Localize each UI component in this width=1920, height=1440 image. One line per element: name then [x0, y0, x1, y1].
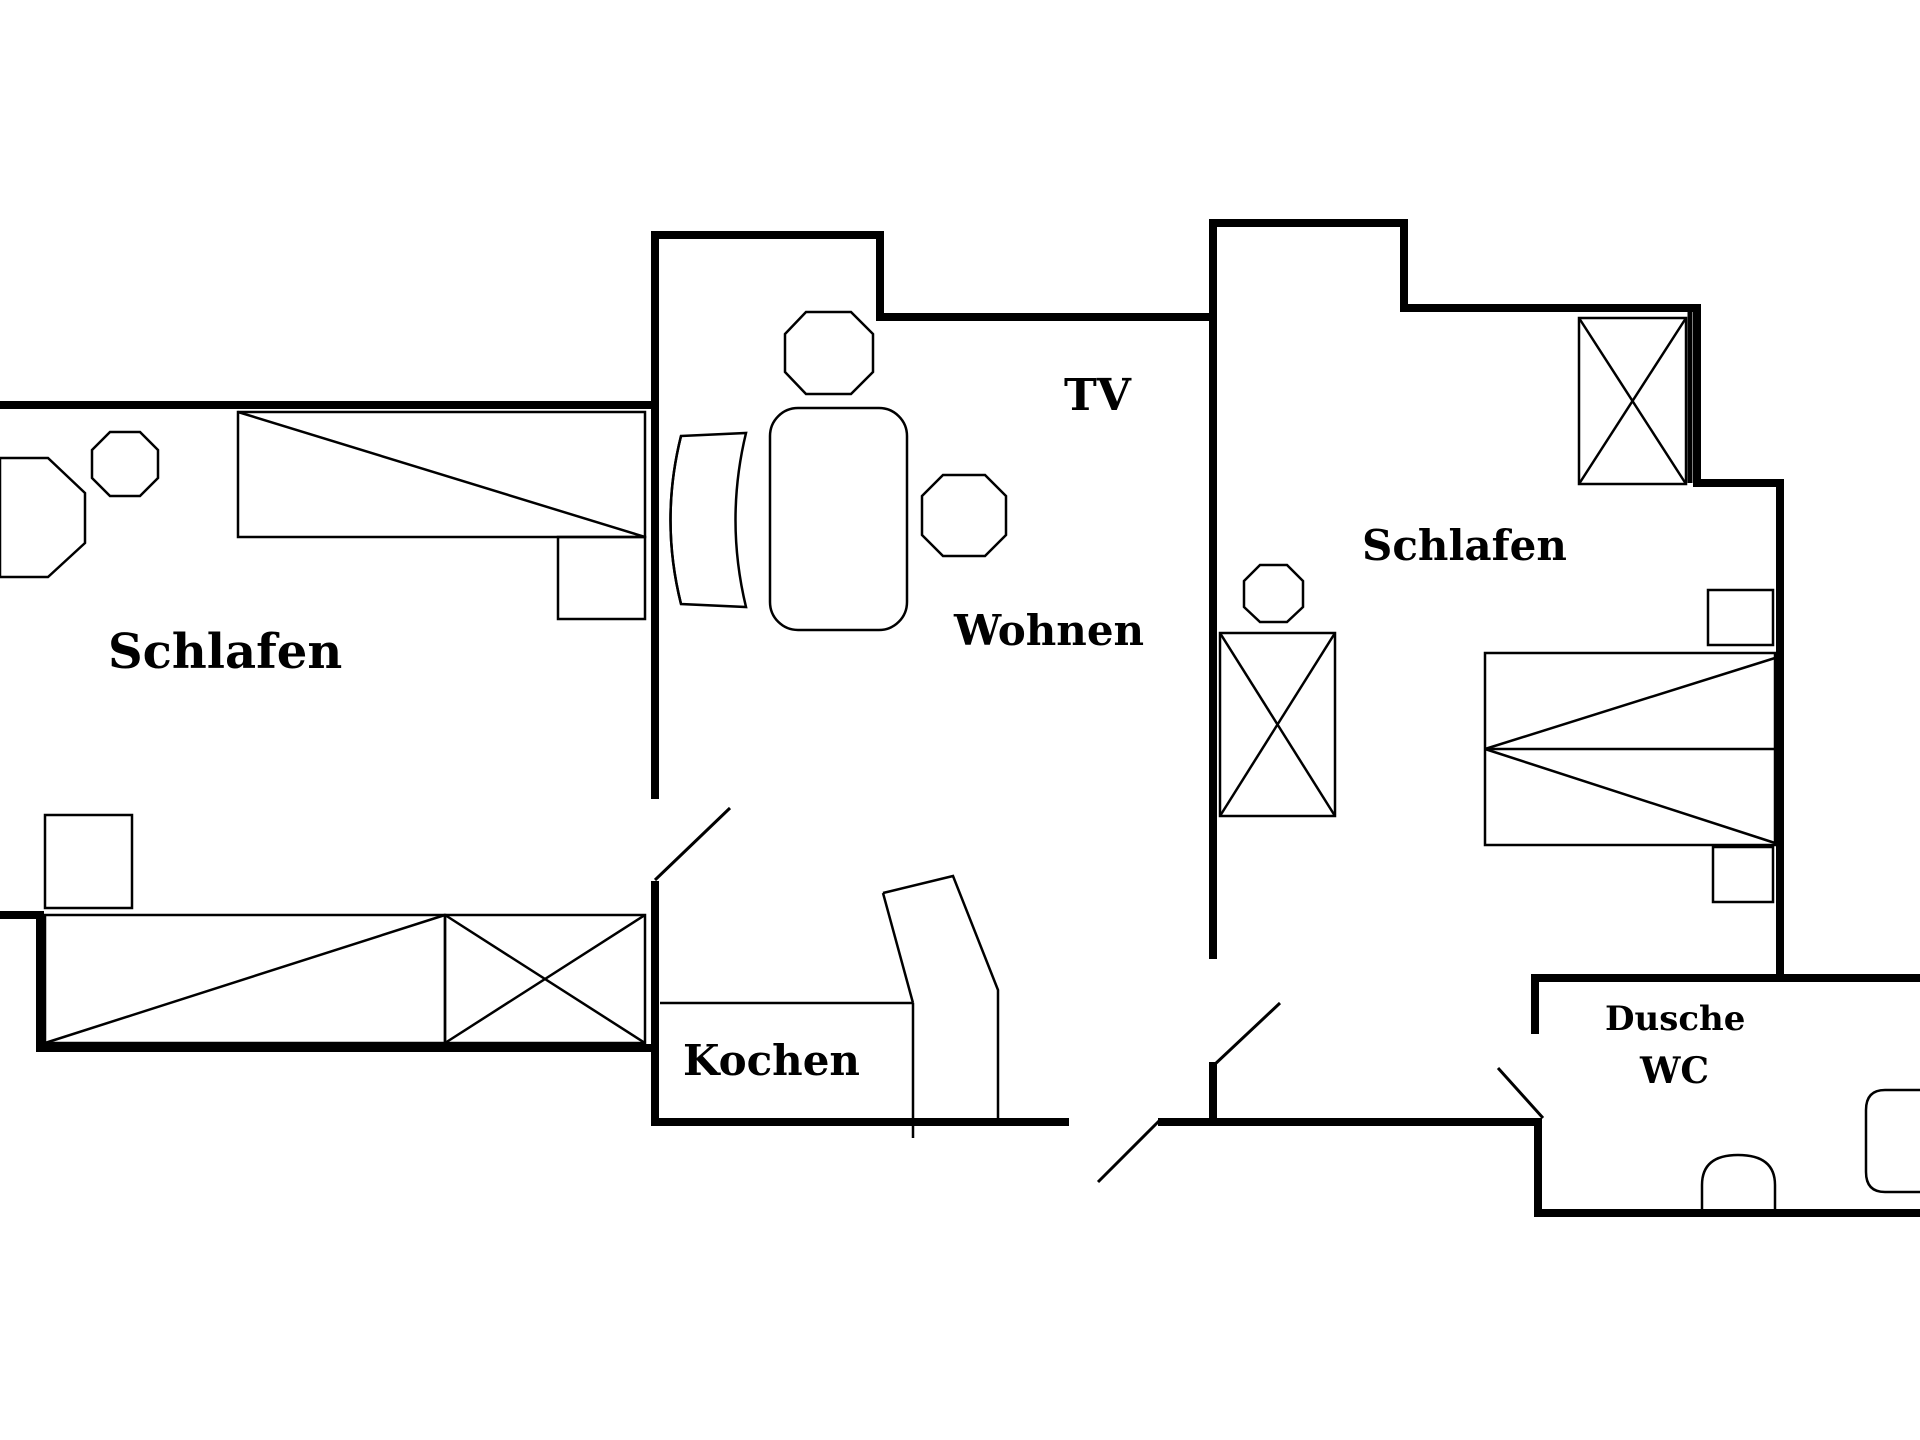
wardrobe-right-left-line2: [1218, 632, 1337, 817]
dining-table: [768, 406, 909, 632]
wardrobe-right-top-line2: [1577, 317, 1688, 485]
sofa-inner: [669, 435, 683, 605]
living-furniture: [669, 310, 1008, 632]
label-bath-line1: Dusche: [1605, 999, 1745, 1039]
bed-left: [236, 410, 647, 539]
bath-furniture: [1700, 1088, 1920, 1210]
shower-tray: [1864, 1088, 1920, 1194]
bed-right-diag1: [1484, 656, 1776, 751]
stool-left: [90, 430, 160, 498]
door-entrance: [1096, 1118, 1162, 1184]
walls: [0, 219, 1920, 1217]
stool-living-top: [783, 310, 875, 396]
label-bedroom-left: Schlafen: [108, 624, 342, 680]
wall-left-bottom: [0, 911, 654, 1052]
nightstand-right-top: [1706, 588, 1775, 647]
left-bedroom-furniture: [0, 410, 647, 1045]
nightstand-right-bottom: [1711, 845, 1775, 904]
kitchen-furniture: [660, 874, 1000, 1138]
cabinet-left: [43, 813, 134, 910]
sofa: [669, 431, 748, 609]
nightstand-left: [556, 535, 647, 621]
label-bath-line2: WC: [1639, 1050, 1709, 1092]
door-living-left: [653, 806, 732, 882]
right-bedroom-furniture: [1218, 316, 1777, 904]
kitchen-fridge: [882, 874, 1000, 1118]
wall-bath: [1531, 974, 1920, 1034]
wardrobe-right-top: [1577, 316, 1688, 486]
stool-living-right: [920, 473, 1008, 558]
label-living: Wohnen: [953, 606, 1144, 655]
wall-bath-lower: [1534, 1118, 1920, 1217]
label-bedroom-right: Schlafen: [1362, 521, 1567, 570]
wardrobe-left-long-diagonal: [44, 913, 446, 1045]
wall-living-top: [651, 231, 1217, 959]
bed-right-diag2: [1484, 747, 1776, 845]
door-right-bedroom: [1211, 1001, 1282, 1068]
door-bath: [1496, 1066, 1545, 1120]
kitchen-fridge-left: [881, 892, 915, 1004]
doors: [653, 806, 1545, 1184]
room-labels: Schlafen TV Wohnen Kochen Schlafen Dusch…: [108, 370, 1745, 1092]
wardrobe-left-x-line2: [444, 913, 646, 1045]
label-kitchen: Kochen: [683, 1036, 860, 1085]
bed-left-diagonal: [237, 410, 646, 539]
octagon-table-left: [0, 456, 87, 579]
toilet: [1700, 1153, 1777, 1210]
stool-right: [1242, 563, 1305, 624]
wall-right-bedroom: [1209, 219, 1784, 982]
wardrobe-left-x: [443, 913, 647, 1045]
wardrobe-right-left: [1218, 631, 1337, 818]
label-tv: TV: [1064, 370, 1132, 421]
